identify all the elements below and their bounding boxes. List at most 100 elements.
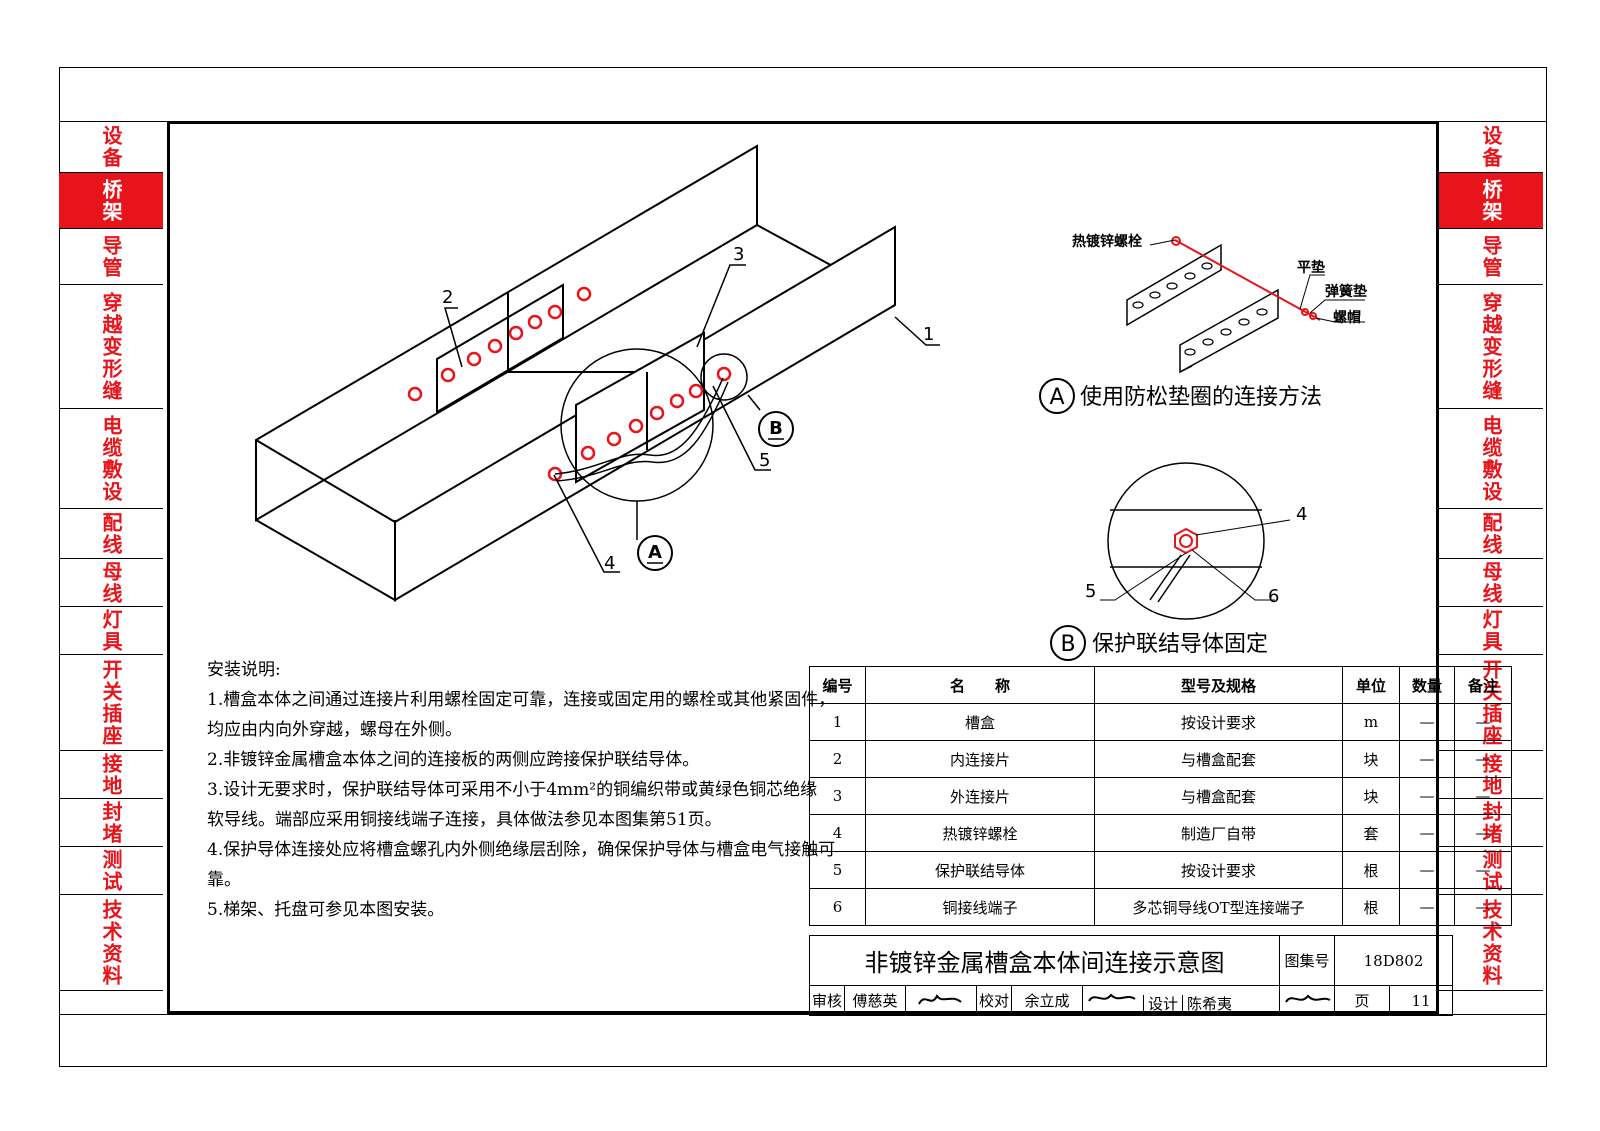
- table-cell: —: [1454, 814, 1512, 852]
- table-cell: 块: [1342, 777, 1400, 815]
- leader-lines: [444, 264, 940, 573]
- bolt-hole: [606, 431, 622, 447]
- callout-5: 5: [759, 450, 770, 471]
- marker-a: A: [637, 535, 673, 571]
- reviewer-name: 傅慈英: [844, 985, 906, 1016]
- callout-4: 4: [604, 553, 615, 574]
- detail-b-callout-6: 6: [1268, 586, 1279, 607]
- detail-b-circle: [700, 353, 748, 401]
- sidebar-item[interactable]: 电缆敷设: [59, 409, 163, 509]
- sidebar-item[interactable]: 电缆敷设: [1439, 409, 1543, 509]
- bolt-hole: [688, 383, 704, 399]
- plate-slot: [1184, 348, 1196, 356]
- sidebar-item[interactable]: 导管: [59, 229, 163, 285]
- table-cell: —: [1399, 703, 1455, 741]
- sidebar-item-label: 设备: [1479, 124, 1503, 169]
- table-cell: 根: [1342, 888, 1400, 926]
- bolt-hole: [580, 445, 596, 461]
- notes-heading: 安装说明:: [207, 660, 281, 680]
- sidebar-item-label: 技术资料: [99, 898, 123, 987]
- sidebar-item-label: 母线: [1479, 560, 1503, 605]
- bolt-hole: [649, 405, 665, 421]
- sidebar-item-label: 桥架: [1479, 178, 1503, 223]
- note-line: 4.保护导体连接处应将槽盒螺孔内外侧绝缘层刮除，确保保护导体与槽盒电气接触可: [207, 840, 836, 860]
- sidebar-item[interactable]: 测试: [59, 847, 163, 895]
- sidebar-item[interactable]: 技术资料: [59, 895, 163, 991]
- bolt-hole: [576, 286, 592, 302]
- sidebar-item-label: 穿越变形缝: [99, 291, 123, 402]
- table-cell: 5: [809, 851, 866, 889]
- plate-slot: [1238, 318, 1250, 326]
- drawing-title: 非镀锌金属槽盒本体间连接示意图: [809, 935, 1280, 986]
- note-line: 软导线。端部应采用铜接线端子连接，具体做法参见本图集第51页。: [207, 810, 722, 830]
- svg-text:B: B: [769, 418, 783, 439]
- detail-a-drawing: 热镀锌螺栓 平垫 弹簧垫 螺帽: [1072, 233, 1367, 374]
- table-cell: 制造厂自带: [1094, 814, 1343, 852]
- sidebar-item-label: 母线: [99, 560, 123, 605]
- table-cell: 热镀锌螺栓: [865, 814, 1095, 852]
- sidebar-item[interactable]: 配线: [59, 509, 163, 559]
- plate-slot: [1149, 291, 1161, 299]
- table-cell: 按设计要求: [1094, 851, 1343, 889]
- table-cell: 4: [809, 814, 866, 852]
- table-cell: —: [1454, 703, 1512, 741]
- bottom-border-line: [59, 1014, 1547, 1015]
- installation-notes: 安装说明: 1.槽盒本体之间通过连接片利用螺栓固定可靠，连接或固定用的螺栓或其他…: [207, 655, 836, 925]
- page-number: 11: [1389, 985, 1453, 1016]
- check-label: 校对: [976, 985, 1012, 1016]
- bolt-hole: [716, 366, 732, 382]
- sidebar-item[interactable]: 穿越变形缝: [1439, 285, 1543, 409]
- table-cell: 根: [1342, 851, 1400, 889]
- sidebar-item[interactable]: 灯具: [1439, 607, 1543, 655]
- sidebar-item[interactable]: 配线: [1439, 509, 1543, 559]
- bolt-hole: [669, 393, 685, 409]
- table-cell: —: [1454, 888, 1512, 926]
- sheet-frame: [59, 67, 1547, 1067]
- detail-b-callout-5: 5: [1085, 581, 1096, 602]
- svg-text:保护联结导体固定: 保护联结导体固定: [1092, 632, 1268, 657]
- sidebar-item[interactable]: 导管: [1439, 229, 1543, 285]
- label-flat-washer: 平垫: [1297, 259, 1325, 276]
- drawing-area: [167, 121, 1439, 1014]
- table-cell: m: [1342, 703, 1400, 741]
- sidebar-item[interactable]: 开关插座: [59, 655, 163, 751]
- sidebar-item[interactable]: 接地: [59, 751, 163, 799]
- review-label: 审核: [809, 985, 845, 1016]
- checker-name: 余立成: [1011, 985, 1083, 1016]
- sidebar-item-label: 穿越变形缝: [1479, 291, 1503, 402]
- sidebar-item[interactable]: 封堵: [59, 799, 163, 847]
- sidebar-item[interactable]: 桥架: [59, 173, 163, 229]
- sidebar-left: 设备桥架导管穿越变形缝电缆敷设配线母线灯具开关插座接地封堵测试技术资料: [59, 121, 163, 991]
- sidebar-item[interactable]: 设备: [59, 121, 163, 173]
- designer-signature: [1279, 985, 1335, 1016]
- sidebar-item-label: 灯具: [1479, 608, 1503, 653]
- table-header-cell: 备注: [1454, 666, 1512, 704]
- sidebar-item[interactable]: 母线: [59, 559, 163, 607]
- table-cell: 槽盒: [865, 703, 1095, 741]
- sidebar-item-label: 测试: [99, 848, 123, 893]
- table-cell: 2: [809, 740, 866, 778]
- design-label: 设计: [1143, 995, 1183, 1013]
- designer-name: 陈希夷: [1182, 995, 1237, 1013]
- title-block: 非镀锌金属槽盒本体间连接示意图 图集号 18D802 审核 傅慈英 校对 余立成…: [809, 935, 1453, 1016]
- sidebar-item[interactable]: 灯具: [59, 607, 163, 655]
- table-cell: —: [1399, 777, 1455, 815]
- sidebar-item[interactable]: 母线: [1439, 559, 1543, 607]
- sidebar-item[interactable]: 设备: [1439, 121, 1543, 173]
- sidebar-item[interactable]: 桥架: [1439, 173, 1543, 229]
- svg-text:A: A: [1049, 385, 1064, 410]
- sidebar-item-label: 灯具: [99, 608, 123, 653]
- bolt-hole: [466, 351, 482, 367]
- design-cell: 设计陈希夷: [1082, 985, 1280, 1016]
- plate-slot: [1201, 262, 1213, 270]
- table-cell: 内连接片: [865, 740, 1095, 778]
- sidebar-item[interactable]: 穿越变形缝: [59, 285, 163, 409]
- sidebar-item-label: 导管: [1479, 234, 1503, 279]
- table-cell: 多芯铜导线OT型连接端子: [1094, 888, 1343, 926]
- sidebar-item-label: 电缆敷设: [99, 414, 123, 503]
- table-cell: 3: [809, 777, 866, 815]
